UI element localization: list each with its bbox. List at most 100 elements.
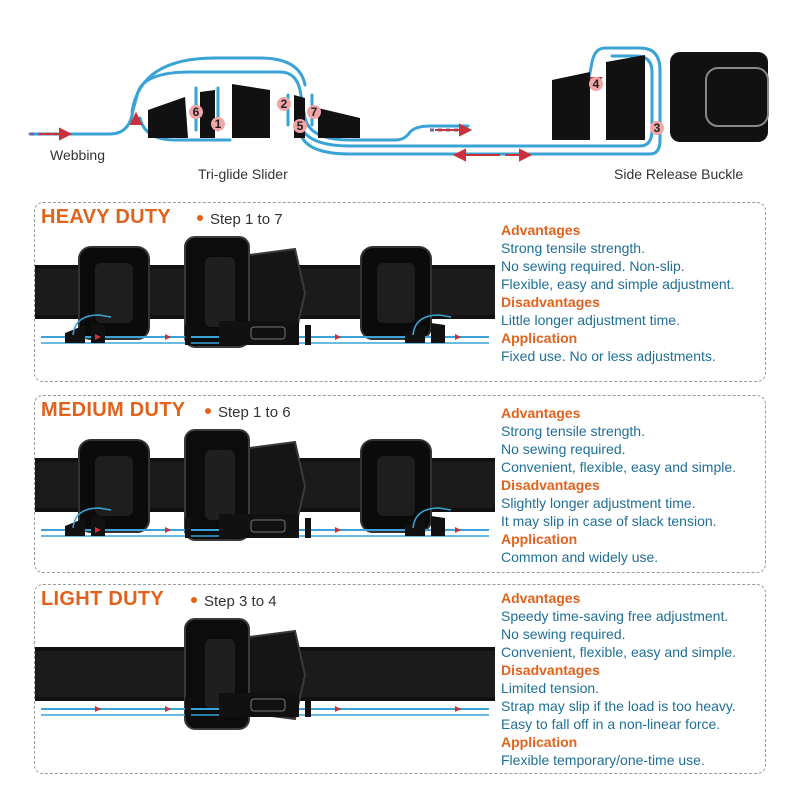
mini-slider-right bbox=[405, 518, 425, 536]
disadvantage-item: Slightly longer adjustment time. bbox=[501, 495, 696, 511]
mini-slider-right bbox=[405, 325, 425, 343]
threading-diagram: 1 2 3 4 5 6 7 bbox=[28, 46, 769, 162]
tri-glide-slider-shape bbox=[148, 84, 360, 138]
bullet-icon bbox=[197, 215, 203, 222]
mini-arrow-c bbox=[335, 706, 341, 712]
mini-slider-left bbox=[65, 518, 85, 536]
strap-illustration bbox=[35, 618, 495, 730]
panel-step: Step 1 to 7 bbox=[197, 211, 283, 228]
advantage-item: Convenient, flexible, easy and simple. bbox=[501, 459, 737, 475]
panel-title: HEAVY DUTY bbox=[41, 206, 172, 228]
mini-arrow-b bbox=[165, 527, 171, 533]
left-slider-bar bbox=[95, 456, 133, 516]
advantage-item: Speedy time-saving free adjustment. bbox=[501, 608, 729, 624]
panel-step: Step 3 to 4 bbox=[191, 593, 277, 610]
step-6-marker: 6 bbox=[193, 105, 200, 119]
application-heading: Application bbox=[501, 330, 578, 346]
webbing-path-return bbox=[298, 46, 662, 156]
buckle-window bbox=[205, 639, 235, 709]
panel-step-text: Step 1 to 7 bbox=[210, 211, 283, 228]
webbing-path-inner bbox=[298, 54, 654, 148]
mini-slider-right-loop bbox=[412, 507, 452, 529]
disadvantages-heading: Disadvantages bbox=[501, 477, 600, 493]
panel-step-text: Step 3 to 4 bbox=[204, 593, 277, 610]
panel-step: Step 1 to 6 bbox=[205, 404, 291, 421]
mini-buckle-window bbox=[250, 326, 286, 340]
advantage-item: No sewing required. bbox=[501, 626, 626, 642]
advantage-item: Strong tensile strength. bbox=[501, 423, 645, 439]
mini-slider-left bbox=[65, 325, 85, 343]
advantages-heading: Advantages bbox=[501, 405, 581, 421]
panel-step-text: Step 1 to 6 bbox=[218, 404, 291, 421]
disadvantage-item: Easy to fall off in a non-linear force. bbox=[501, 716, 721, 732]
application-item: Fixed use. No or less adjustments. bbox=[501, 348, 716, 364]
mini-arrow-c bbox=[335, 527, 341, 533]
step-5-marker: 5 bbox=[297, 119, 304, 133]
mini-arrow-b bbox=[165, 706, 171, 712]
buckle-male bbox=[248, 440, 307, 532]
mini-arrow-d bbox=[455, 334, 461, 340]
mini-arrow-d bbox=[455, 527, 461, 533]
strap-illustration bbox=[35, 236, 495, 348]
advantages-heading: Advantages bbox=[501, 222, 581, 238]
advantage-item: Convenient, flexible, easy and simple. bbox=[501, 644, 737, 660]
mini-buckle-prong-right bbox=[305, 325, 311, 345]
step-1-marker: 1 bbox=[215, 117, 222, 131]
right-slider-bar bbox=[377, 456, 415, 516]
application-heading: Application bbox=[501, 531, 578, 547]
disadvantage-item: Limited tension. bbox=[501, 680, 600, 696]
buckle-window bbox=[205, 450, 235, 520]
mini-buckle bbox=[219, 693, 299, 717]
disadvantage-item: It may slip in case of slack tension. bbox=[501, 513, 717, 529]
step-4-marker: 4 bbox=[593, 77, 600, 91]
mini-slider-right-bar bbox=[431, 516, 445, 536]
strap-illustration bbox=[35, 429, 495, 541]
buckle-window bbox=[205, 257, 235, 327]
buckle-label: Side Release Buckle bbox=[614, 166, 744, 182]
left-slider-bar bbox=[95, 263, 133, 323]
mini-arrow-a bbox=[95, 706, 101, 712]
application-heading: Application bbox=[501, 734, 578, 750]
mini-slider-left-loop bbox=[72, 314, 112, 336]
webbing-path-upper bbox=[130, 56, 307, 114]
mini-arrow-d bbox=[455, 706, 461, 712]
advantages-heading: Advantages bbox=[501, 590, 581, 606]
step-3-marker: 3 bbox=[654, 121, 661, 135]
disadvantages-heading: Disadvantages bbox=[501, 294, 600, 310]
mini-arrow-a bbox=[95, 527, 101, 533]
advantage-item: No sewing required. Non-slip. bbox=[501, 258, 685, 274]
mini-arrow-b bbox=[165, 334, 171, 340]
step-7-marker: 7 bbox=[311, 105, 318, 119]
mini-buckle-prong-right bbox=[305, 697, 311, 717]
mini-arrow-a bbox=[95, 334, 101, 340]
application-item: Common and widely use. bbox=[501, 549, 659, 565]
mini-buckle-prong-left bbox=[185, 325, 191, 345]
side-release-buckle-shape bbox=[552, 52, 769, 142]
mini-buckle-prong-left bbox=[185, 518, 191, 538]
mini-arrow-c bbox=[335, 334, 341, 340]
mini-buckle bbox=[219, 514, 299, 538]
mini-buckle bbox=[219, 321, 299, 345]
advantage-item: Flexible, easy and simple adjustment. bbox=[501, 276, 735, 292]
panel-title: LIGHT DUTY bbox=[41, 588, 164, 610]
application-item: Flexible temporary/one-time use. bbox=[501, 752, 705, 768]
slider-label: Tri-glide Slider bbox=[198, 166, 288, 182]
disadvantages-heading: Disadvantages bbox=[501, 662, 600, 678]
mini-buckle-prong-right bbox=[305, 518, 311, 538]
mini-slider-left-bar bbox=[91, 516, 105, 536]
bullet-icon bbox=[191, 597, 197, 604]
advantage-item: No sewing required. bbox=[501, 441, 626, 457]
disadvantage-item: Strap may slip if the load is too heavy. bbox=[501, 698, 736, 714]
mini-slider-left-loop bbox=[72, 507, 112, 529]
right-slider-bar bbox=[377, 263, 415, 323]
panel-title: MEDIUM DUTY bbox=[41, 399, 186, 421]
mini-buckle-window bbox=[250, 698, 286, 712]
buckle-male bbox=[248, 247, 307, 339]
mini-slider-left-bar bbox=[91, 323, 105, 343]
